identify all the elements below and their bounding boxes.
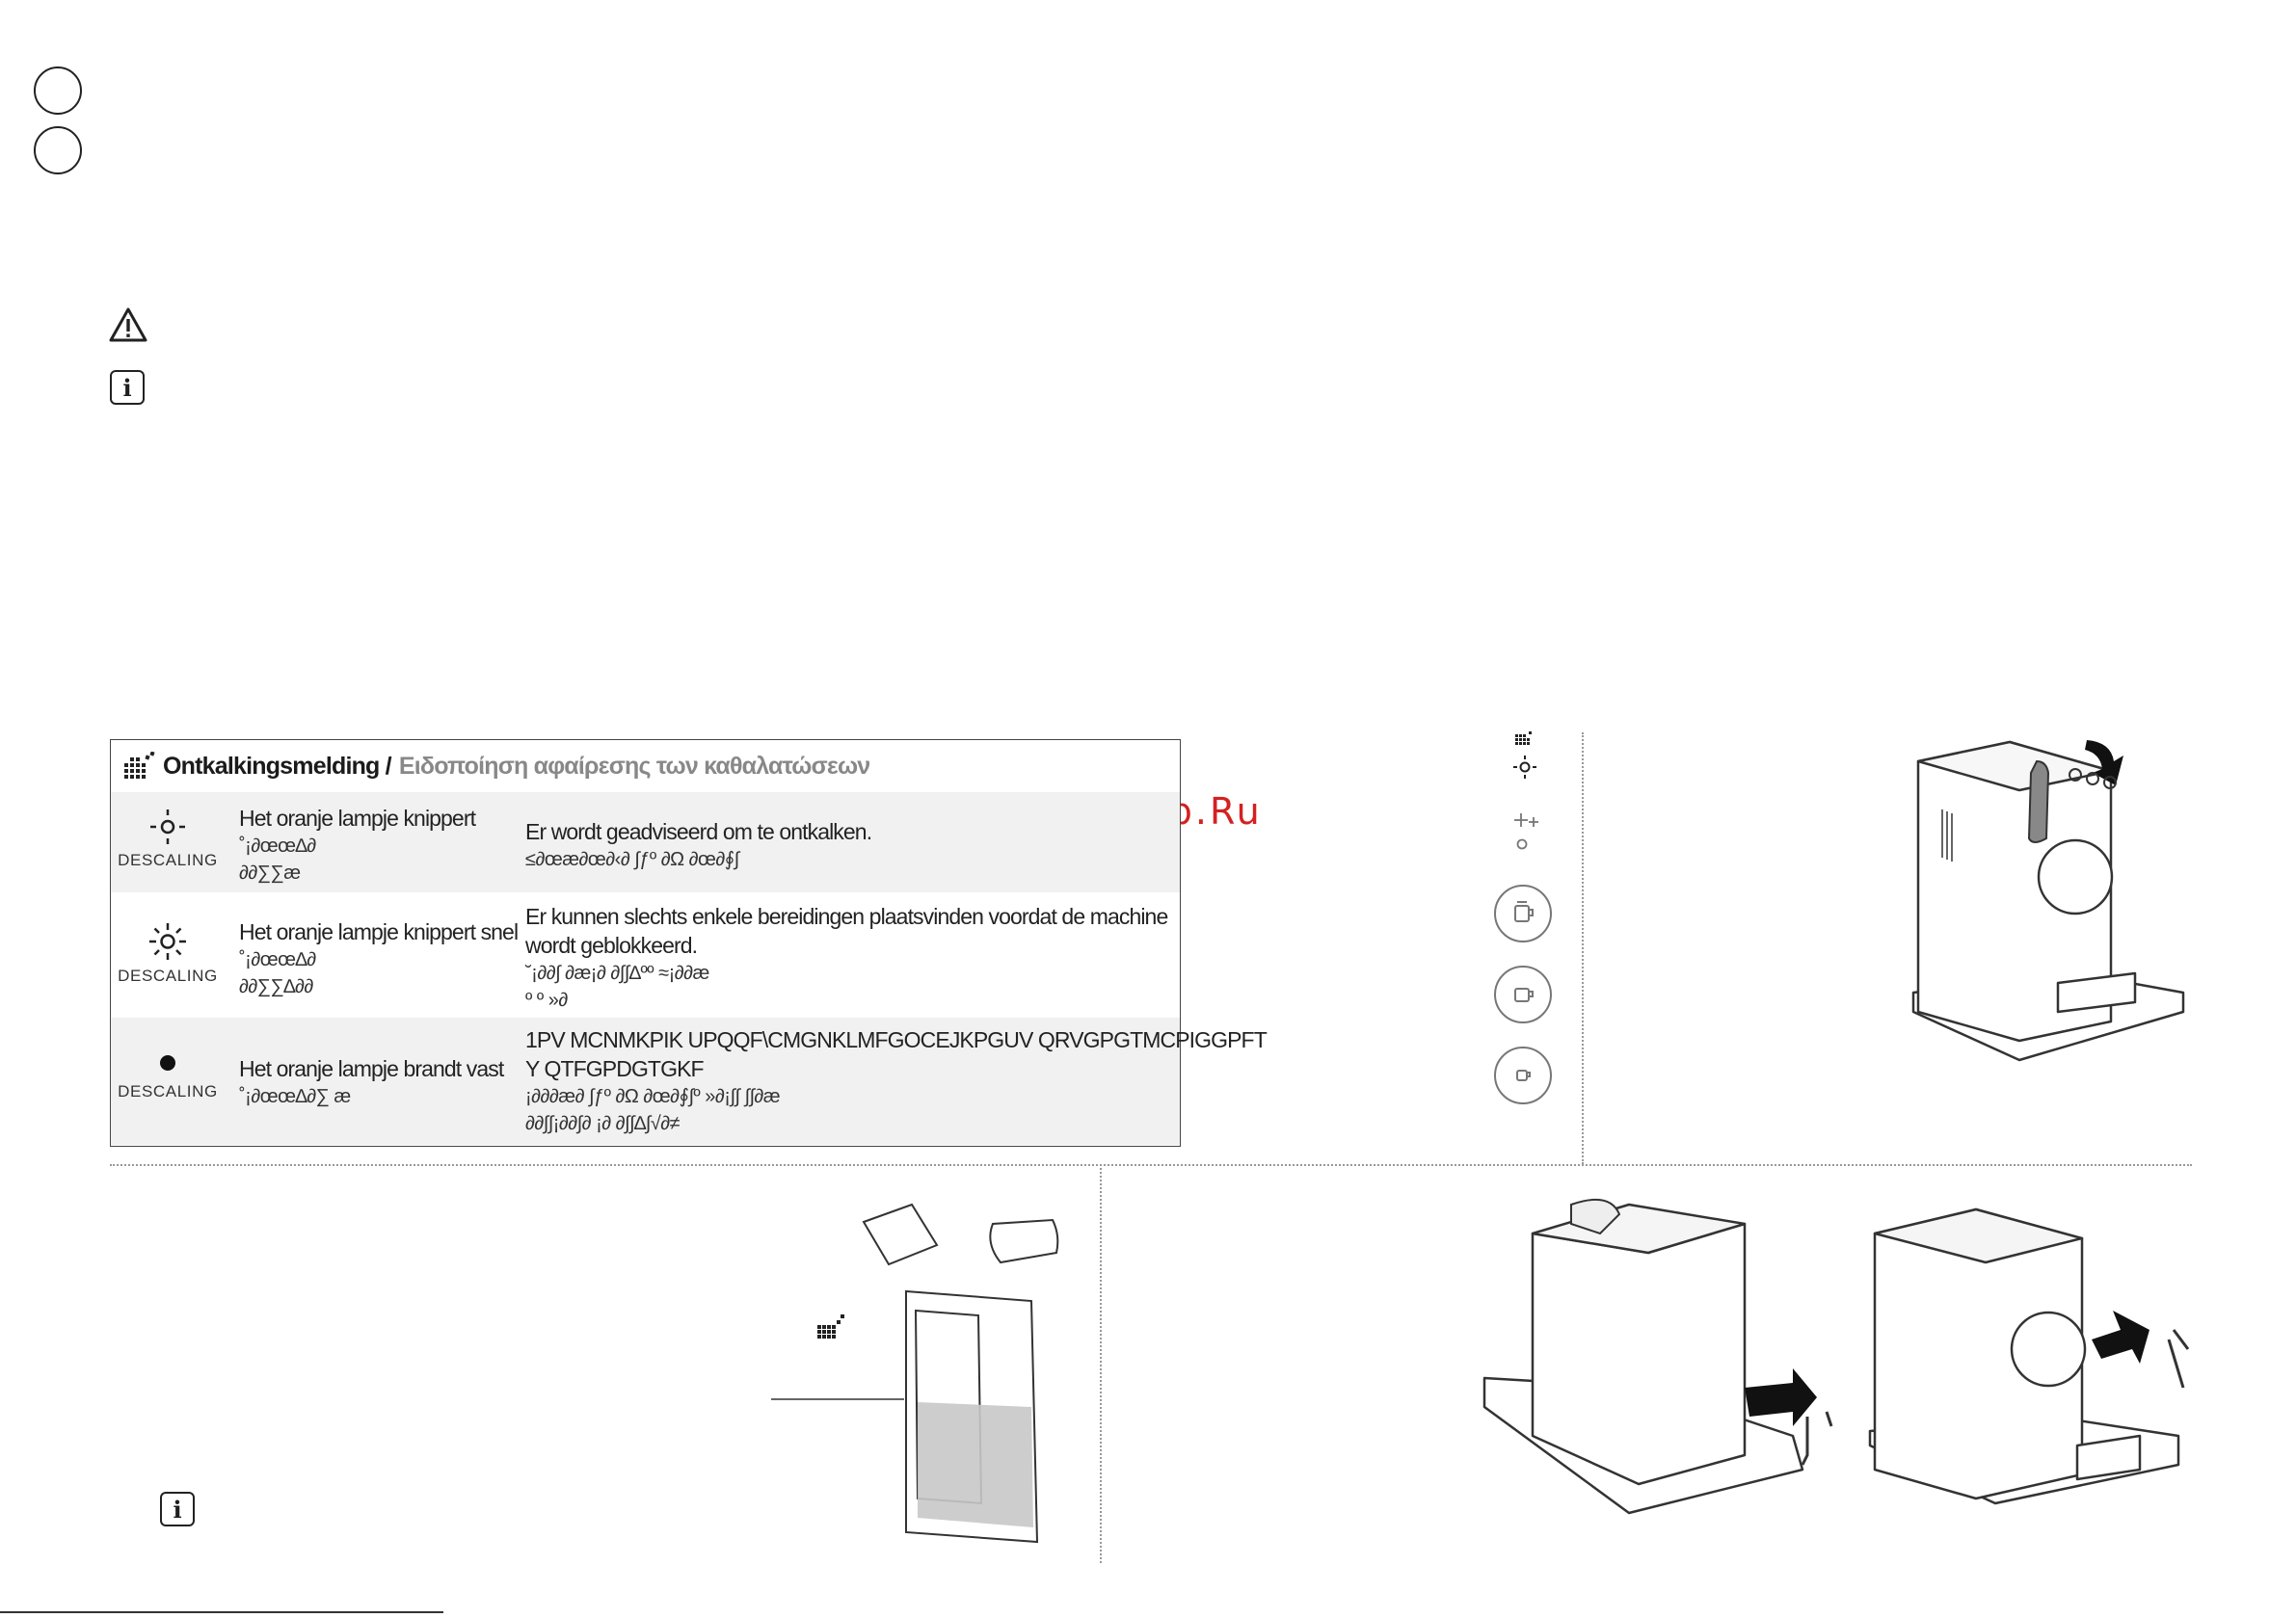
descaling-label: DESCALING [118, 967, 218, 985]
descaling-icon [124, 752, 155, 779]
message-text-nl: Er wordt geadviseerd om te ontkalken. [525, 819, 872, 844]
table-title-nl: Ontkalkingsmelding / [163, 752, 392, 780]
message-text-el: ˘¡∂∂∫ ∂æ¡∂ ∂∫∫∆ºº ≈¡∂∂æ [525, 963, 709, 984]
status-text-el: ˚¡∂œœ∆∂ [239, 949, 316, 970]
status-text-nl: Het oranje lampje knippert [239, 806, 476, 831]
message-text-el: ¡∂∂∂æ∂ ∫ƒº ∂Ω ∂œ∂∮∫º »∂¡∫∫ ∫∫∂æ [525, 1086, 781, 1107]
info-icon: i [110, 370, 145, 405]
machine-nozzle-insert-illustration [1868, 1207, 2190, 1505]
dot-icon [160, 1055, 175, 1071]
page-edge-line [0, 1611, 443, 1613]
status-text-nl: Het oranje lampje knippert snel [239, 919, 519, 944]
message-text-nl: Y QTFGPDGTGKF [525, 1056, 705, 1081]
table-header: Ontkalkingsmelding / Ειδοποίηση αφαίρεση… [111, 740, 1180, 792]
language-marker-circle [34, 126, 82, 174]
status-text-el: ˚¡∂œœ∆∂∑ æ [239, 1086, 351, 1107]
status-text-el: ∂∂∑∑æ [239, 862, 301, 884]
message-text-el: ≤∂œæ∂œ∂‹∂ ∫ƒº ∂Ω ∂œ∂∮∫ [525, 849, 739, 870]
table-title-el: Ειδοποίηση αφαίρεσης των καθαλατώσεων [398, 752, 870, 780]
warning-icon [109, 307, 147, 342]
sun-bright-icon [149, 923, 186, 960]
machine-nozzle-remove-illustration [1482, 1198, 1833, 1515]
message-text-nl: Er kunnen slechts enkele bereidingen pla… [525, 904, 1168, 958]
language-marker-circle [34, 66, 82, 115]
table-row: DESCALING Het oranje lampje knippert sne… [111, 892, 1180, 1018]
sparkle-icon [1514, 813, 1538, 850]
sun-dim-icon [150, 809, 185, 844]
status-text-el: ˚¡∂œœ∆∂ [239, 836, 316, 857]
milk-cup-large-icon [1494, 885, 1552, 942]
info-icon: i [160, 1492, 195, 1526]
machine-illustration-top [1911, 740, 2185, 1062]
descaling-alert-table: Ontkalkingsmelding / Ειδοποίηση αφαίρεση… [110, 739, 1268, 1147]
descaling-label: DESCALING [118, 851, 218, 869]
section-divider [1100, 1168, 1102, 1563]
table-row: DESCALING Het oranje lampje brandt vast … [111, 1018, 1268, 1145]
message-text-nl: 1PV MCNMKPIK UPQQF\CMGNKLMFGOCEJKPGUV QR… [525, 1027, 1268, 1052]
water-tank-illustration [771, 1203, 1059, 1544]
descaling-sun-icon [1513, 731, 1536, 779]
table-row: DESCALING Het oranje lampje knippert ˚¡∂… [111, 792, 1180, 892]
cup-small-icon [1494, 1047, 1552, 1104]
descaling-label: DESCALING [118, 1082, 218, 1101]
cup-medium-icon [1494, 966, 1552, 1023]
status-text-nl: Het oranje lampje brandt vast [239, 1056, 504, 1081]
message-text-el: º º »∂ [525, 990, 568, 1011]
section-divider [110, 1164, 2192, 1166]
message-text-el: ∂∂∫∫¡∂∂∫∂ ¡∂ ∂∫∫∆∫√∂≠ [525, 1113, 681, 1134]
section-divider [1582, 732, 1584, 1164]
status-text-el: ∂∂∑∑∆∂∂ [239, 976, 313, 997]
